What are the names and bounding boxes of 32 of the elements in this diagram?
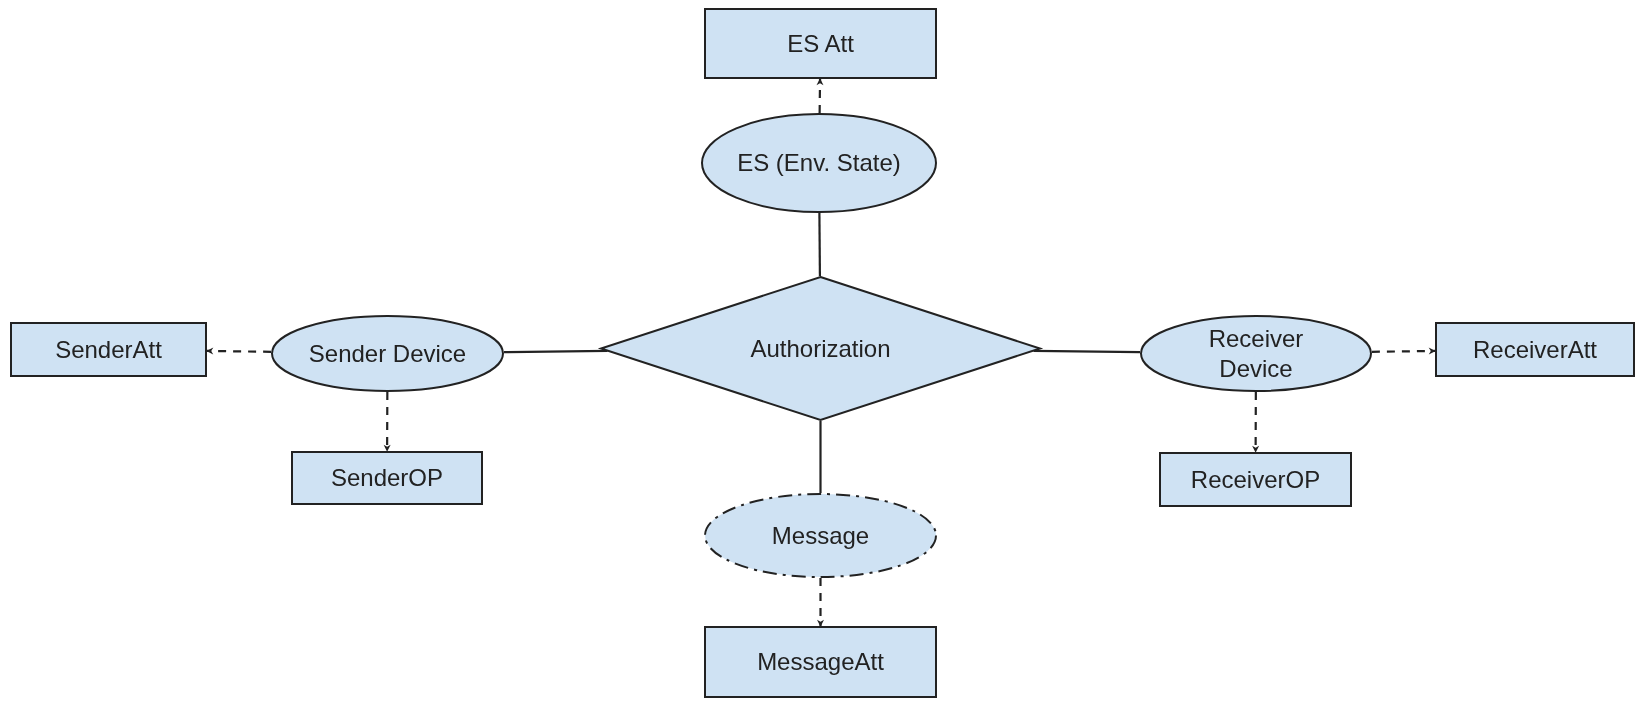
entity-ellipse xyxy=(1140,315,1372,392)
arrow xyxy=(1252,392,1260,453)
node-text: ReceiverAtt xyxy=(1471,334,1598,365)
connector-line xyxy=(819,421,822,493)
arrow xyxy=(817,578,824,627)
entity-ellipse xyxy=(271,315,504,392)
arrow xyxy=(1371,347,1436,355)
node-text: Authorization xyxy=(749,333,892,364)
arrow xyxy=(206,347,272,355)
entity-ellipse xyxy=(704,493,937,578)
entity-ellipse xyxy=(701,113,937,213)
attribute-box xyxy=(1435,322,1635,377)
attribute-box xyxy=(291,451,483,505)
node-text: ES Att xyxy=(786,28,855,59)
arrow xyxy=(816,78,824,113)
attribute-box xyxy=(704,626,937,698)
arrow xyxy=(383,392,391,452)
connector-line xyxy=(503,349,608,354)
node-text: Sender Device xyxy=(307,338,468,369)
attribute-box xyxy=(10,322,207,377)
relationship-diamond xyxy=(600,276,1041,421)
node-text: MessageAtt xyxy=(756,647,885,677)
connector-line xyxy=(1033,349,1141,354)
node-text: Message xyxy=(770,520,871,551)
node-text: SenderAtt xyxy=(54,334,163,365)
connector-line xyxy=(818,213,821,277)
attribute-box xyxy=(1159,452,1352,507)
node-text: Receiver Device xyxy=(1207,323,1305,384)
node-text: SenderOP xyxy=(329,463,445,493)
attribute-box xyxy=(704,8,937,79)
node-text: ES (Env. State) xyxy=(736,148,902,178)
node-text: ReceiverOP xyxy=(1189,464,1322,495)
